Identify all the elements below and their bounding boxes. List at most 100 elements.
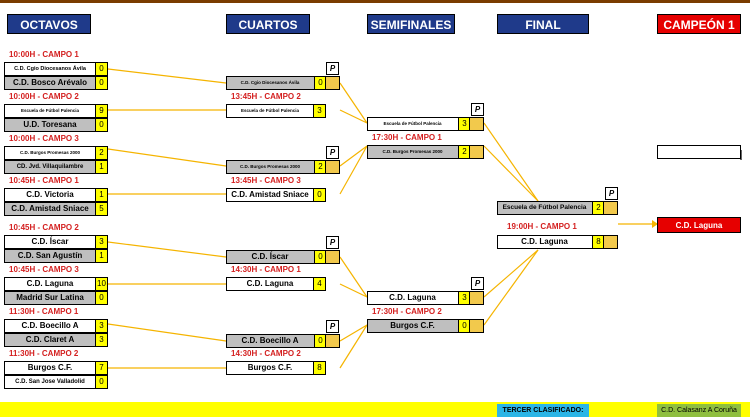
- team-slot: C.D. Laguna 10: [4, 277, 108, 291]
- team-slot: C.D. Amistad Sniace 0: [226, 188, 326, 202]
- score: 1: [95, 161, 107, 173]
- score: 2: [314, 161, 326, 173]
- score: 7: [95, 362, 107, 374]
- team-slot: C.D. Laguna 4: [226, 277, 326, 291]
- team-name: Escuela de Fútbol Palencia: [383, 121, 442, 126]
- team-slot: C.D. Claret A 3: [4, 333, 108, 347]
- score: 3: [458, 118, 470, 130]
- team-slot: Burgos C.F.8: [226, 361, 326, 375]
- match-time: 19:00H - CAMPO 1: [507, 222, 577, 231]
- match-time: 11:30H - CAMPO 2: [9, 349, 79, 358]
- p-box: P: [471, 277, 484, 290]
- p-box: P: [326, 62, 339, 75]
- score: 1: [95, 189, 107, 201]
- team-name: Madrid Sur Latina: [16, 293, 84, 302]
- team-slot: C.D. Amistad Sniace 5: [4, 202, 108, 216]
- team-name: C.D. Cgio Diocesanos Ávila: [240, 80, 300, 85]
- header-semifinales: SEMIFINALES: [367, 14, 455, 34]
- team-name: U.D. Toresana: [23, 120, 77, 129]
- p-box: P: [326, 320, 339, 333]
- score: 2: [95, 147, 107, 159]
- extra-score: [325, 77, 339, 89]
- score: 0: [95, 63, 107, 75]
- team-slot: C.D. Cgio Diocesanos Ávila 0: [4, 62, 108, 76]
- match-time: 10:45H - CAMPO 1: [9, 176, 79, 185]
- team-name: C.D. Laguna: [246, 279, 294, 288]
- team-name: C.D. Amistad Sniace: [231, 190, 309, 199]
- team-name: C.D. Íscar: [251, 252, 289, 261]
- match-time: 10:00H - CAMPO 1: [9, 50, 79, 59]
- score: 0: [95, 77, 107, 89]
- score: 1: [95, 250, 107, 262]
- team-slot: C.D. Laguna 8: [497, 235, 618, 249]
- score: 0: [314, 335, 326, 347]
- score: 9: [95, 105, 107, 117]
- team-slot: U.D. Toresana 0: [4, 118, 108, 132]
- p-box: P: [605, 187, 618, 200]
- team-name: Escuela de Fútbol Palencia: [20, 108, 80, 113]
- extra-score: [603, 202, 617, 214]
- team-name: C.D. Boecillo A: [21, 321, 79, 330]
- team-name: C.D. Claret A: [25, 335, 75, 344]
- match-time: 11:30H - CAMPO 1: [9, 307, 79, 316]
- team-slot: C.D. Victoria 1: [4, 188, 108, 202]
- match-time: 10:45H - CAMPO 3: [9, 265, 79, 274]
- team-name: C.D. Laguna: [521, 237, 568, 246]
- score: 3: [95, 334, 107, 346]
- match-time: 13:45H - CAMPO 2: [231, 92, 301, 101]
- score: 2: [458, 146, 470, 158]
- team-slot: C.D. Burgos Promesas 2000 2: [4, 146, 108, 160]
- team-slot: Burgos C.F.0: [367, 319, 484, 333]
- team-name: C.D. Cgio Diocesanos Ávila: [14, 66, 86, 72]
- score: 3: [458, 292, 470, 304]
- score: 5: [95, 203, 107, 215]
- team-slot: C.D. Bosco Arévalo 0: [4, 76, 108, 90]
- score: 10: [95, 278, 107, 290]
- team-name: CD. Jvd. Villaquilambre: [16, 164, 84, 170]
- team-name: C.D. Burgos Promesas 2000: [382, 149, 443, 154]
- match-time: 14:30H - CAMPO 2: [231, 349, 301, 358]
- score: 4: [313, 278, 325, 290]
- score: 0: [314, 251, 326, 263]
- extra-score: [603, 236, 617, 248]
- team-name: C.D. Laguna: [26, 279, 74, 288]
- score: 0: [95, 292, 107, 304]
- score: 2: [592, 202, 604, 214]
- p-box: P: [326, 146, 339, 159]
- team-name: Escuela de Fútbol Palencia: [240, 108, 300, 113]
- score: 0: [314, 77, 326, 89]
- team-slot: Escuela de Fútbol Palencia 3: [367, 117, 484, 131]
- team-name: C.D. Burgos Promesas 2000: [19, 150, 81, 155]
- match-time: 17:30H - CAMPO 2: [372, 307, 442, 316]
- extra-score: [469, 292, 483, 304]
- score: 0: [95, 119, 107, 131]
- p-box: P: [471, 103, 484, 116]
- score: 3: [313, 105, 325, 117]
- team-slot: CD. Jvd. Villaquilambre 1: [4, 160, 108, 174]
- score: 8: [592, 236, 604, 248]
- team-slot: C.D. Boecillo A 3: [4, 319, 108, 333]
- team-name: C.D. Victoria: [26, 190, 74, 199]
- extra-score: [469, 320, 483, 332]
- team-name: C.D. San Jose Valladolid: [15, 379, 85, 385]
- header-campeon: CAMPEÓN 1: [657, 14, 741, 34]
- match-time: 10:45H - CAMPO 2: [9, 223, 79, 232]
- team-name: Burgos C.F.: [247, 363, 293, 372]
- score: 0: [458, 320, 470, 332]
- score: 3: [95, 320, 107, 332]
- header-final: FINAL: [497, 14, 589, 34]
- extra-score: [325, 251, 339, 263]
- match-time: 13:45H - CAMPO 3: [231, 176, 301, 185]
- team-name: C.D. Amistad Sniace: [11, 204, 89, 213]
- match-time: 14:30H - CAMPO 1: [231, 265, 301, 274]
- team-slot: Madrid Sur Latina 0: [4, 291, 108, 305]
- team-name: C.D. Bosco Arévalo: [13, 78, 87, 87]
- extra-score: [325, 161, 339, 173]
- score: 0: [313, 189, 325, 201]
